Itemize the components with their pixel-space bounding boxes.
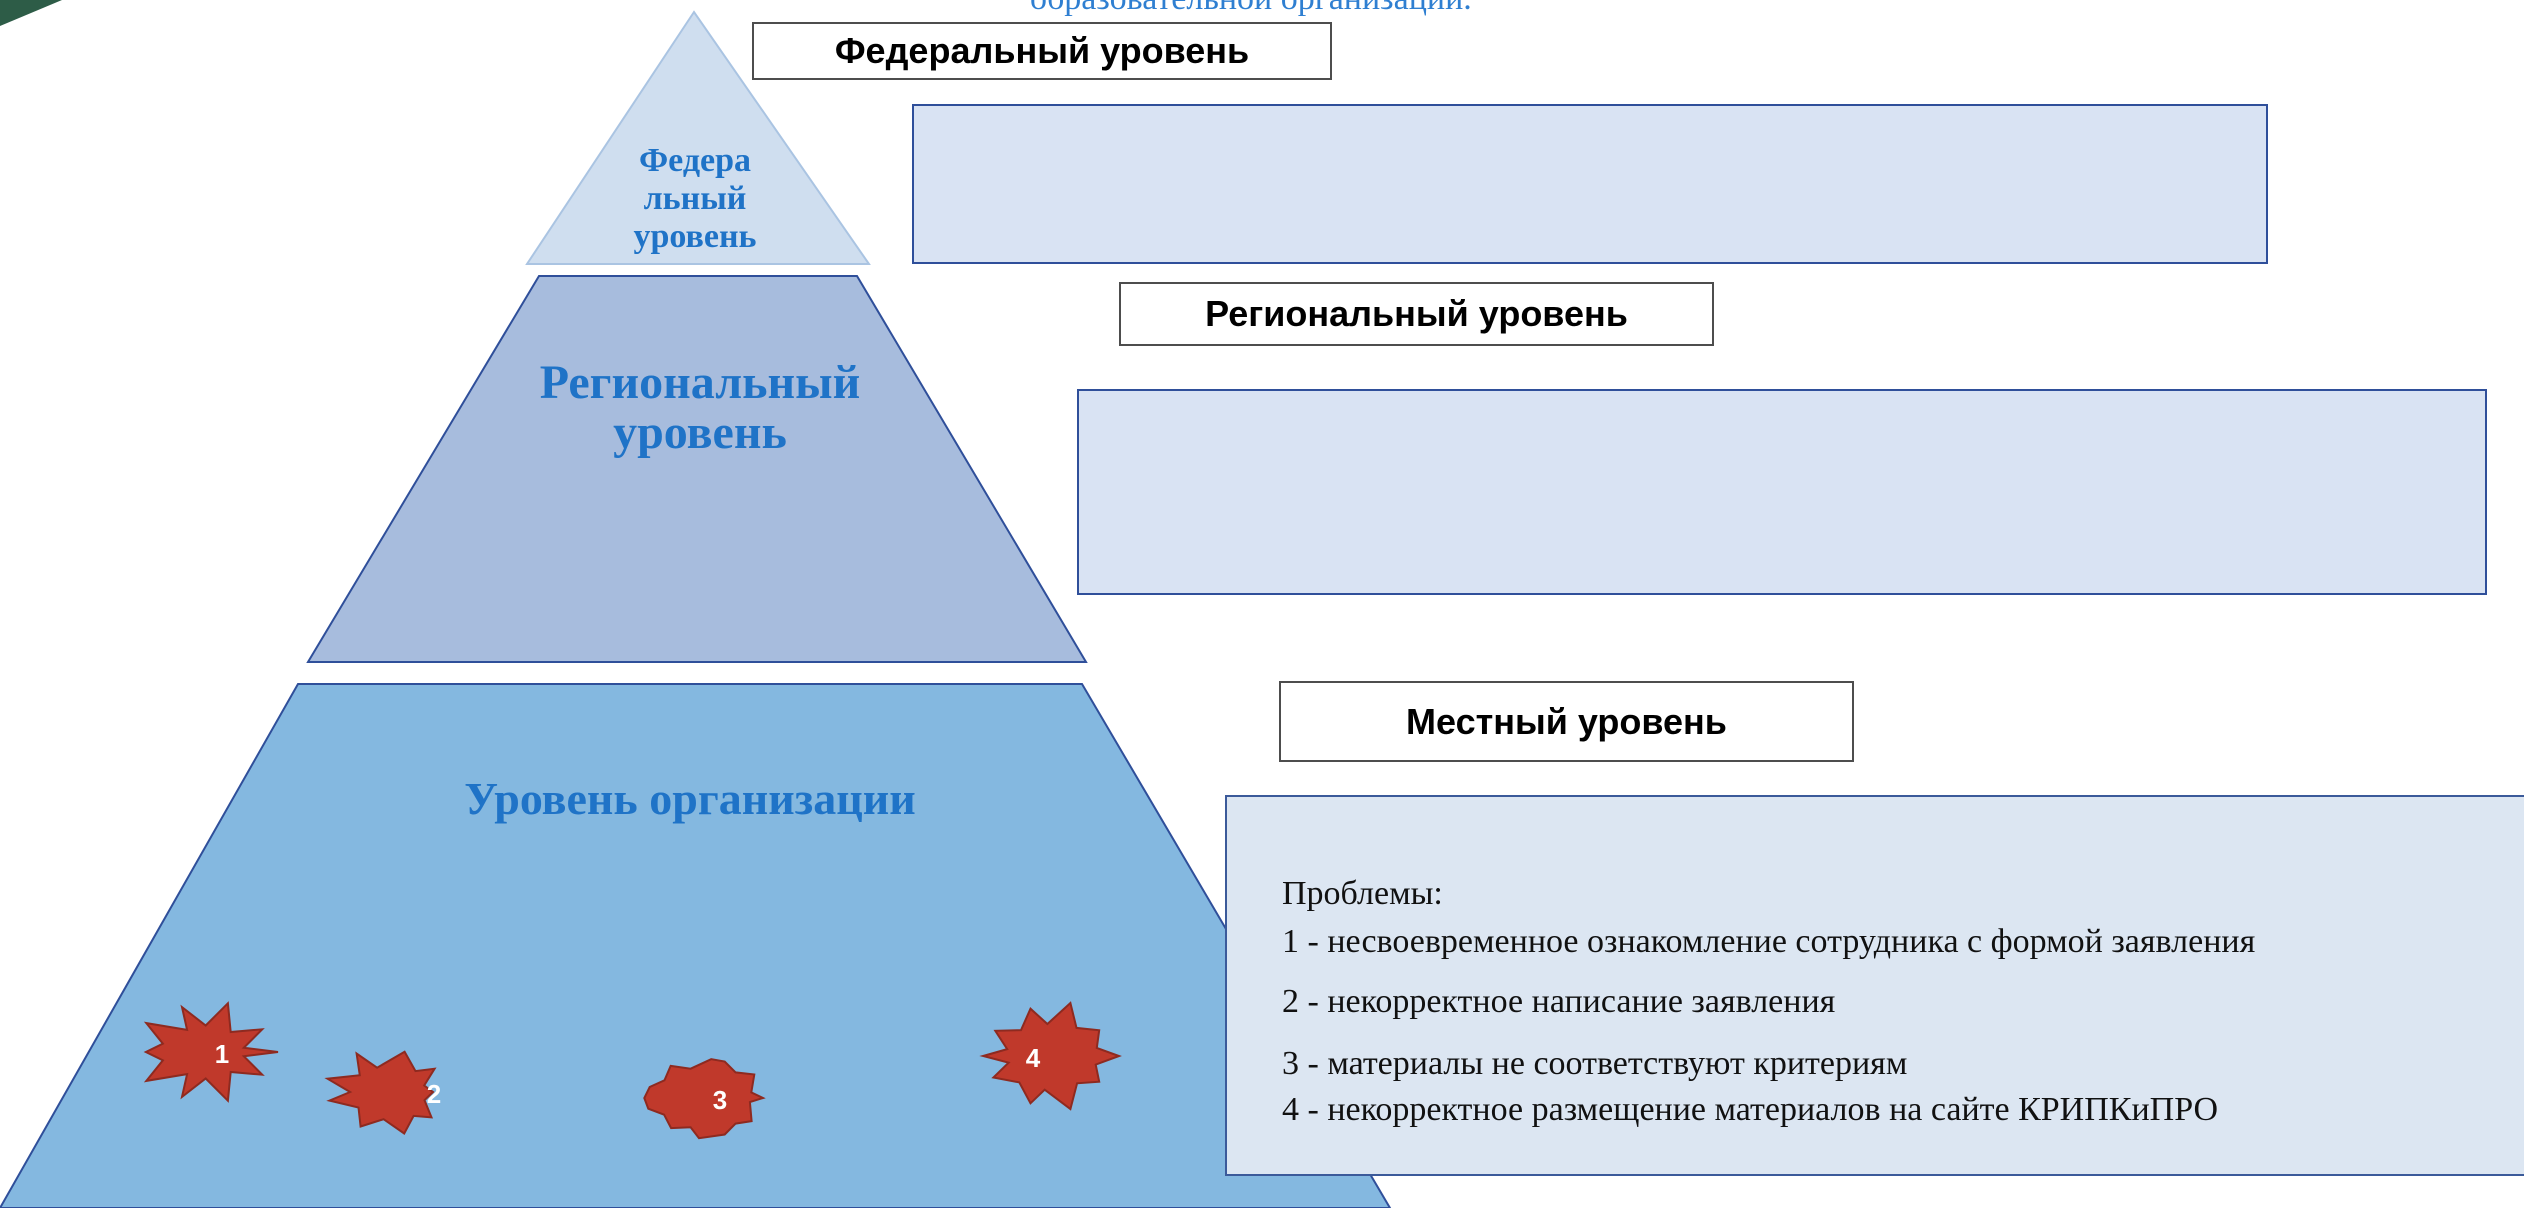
corner-decoration	[0, 0, 62, 26]
marker-label-4: 4	[1026, 1043, 1041, 1073]
regional-tier-label-line: уровень	[613, 406, 787, 460]
regional-tier	[306, 275, 1088, 663]
marker-label-3: 3	[713, 1085, 727, 1115]
federal-tier-label-line: уровень	[633, 218, 757, 256]
federal-tier-label-line: льный	[643, 180, 747, 218]
federal-tier-label-line: Федера	[638, 142, 752, 179]
problem-item-1: 1 - несвоевременное ознакомление сотрудн…	[1282, 923, 2256, 960]
problem-marker-1: 1	[143, 1001, 279, 1103]
problem-marker-4: 4	[979, 1001, 1122, 1111]
problems-title: Проблемы:	[1282, 875, 1443, 912]
regional-tier-label-line: Региональный	[539, 356, 861, 409]
organization-tier-label: Уровень организации	[464, 773, 916, 824]
federal-level-heading: Федеральный уровень	[752, 22, 1332, 80]
federal-tier	[525, 10, 871, 265]
federal-level-box	[912, 104, 2268, 264]
problem-marker-2: 2	[324, 1050, 441, 1135]
marker-label-2: 2	[427, 1079, 441, 1109]
local-level-box: Проблемы: 1 - несвоевременное ознакомлен…	[1225, 795, 2524, 1176]
problem-item-3: 3 - материалы не соответствуют критериям	[1282, 1045, 1908, 1082]
problem-item-2: 2 - некорректное написание заявления	[1282, 983, 1836, 1020]
federal-tier-label: Федера льный уровень	[585, 142, 805, 256]
regional-level-heading: Региональный уровень	[1119, 282, 1714, 346]
regional-tier-label: Региональный уровень	[430, 356, 970, 460]
marker-label-1: 1	[215, 1039, 229, 1069]
regional-level-box	[1077, 389, 2487, 595]
local-level-heading: Местный уровень	[1279, 681, 1854, 762]
problem-marker-3: 3	[643, 1058, 766, 1140]
problem-item-4: 4 - некорректное размещение материалов н…	[1282, 1091, 2219, 1128]
top-caption: образовательной организации.	[1030, 0, 1472, 18]
